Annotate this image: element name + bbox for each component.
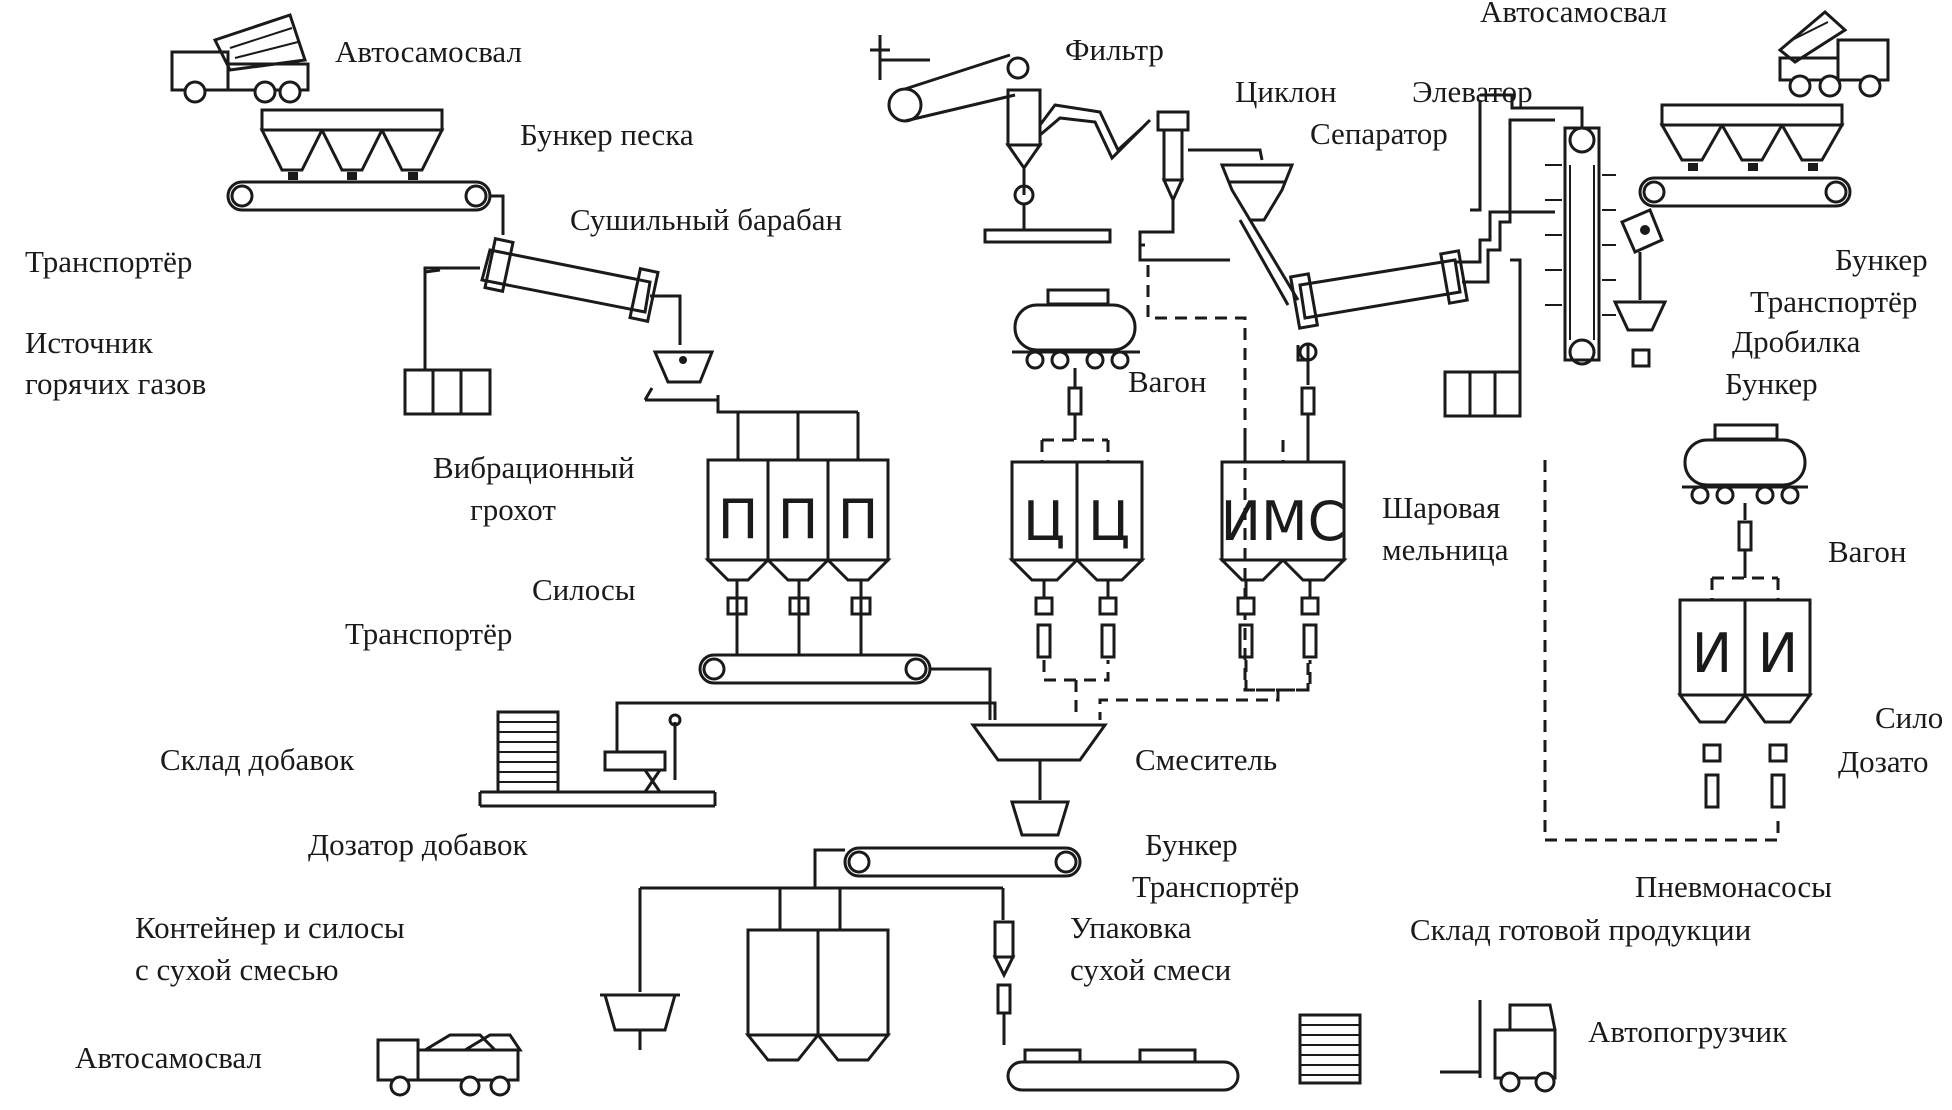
label-filter: Фильтр [1065, 32, 1164, 67]
hot-gas-source-icon [403, 368, 492, 416]
silo-mark-ims: ИМС [1221, 490, 1346, 553]
label-transporter-right: Транспортёр [1750, 284, 1917, 319]
silo-mark-sand-3: П [838, 488, 879, 551]
wagon-icon-right [1682, 423, 1808, 505]
label-sand-bunker: Бункер песка [520, 117, 694, 152]
label-crusher: Дробилка [1732, 324, 1861, 359]
fan-icon [870, 35, 1016, 123]
label-ball-mill-2: мельница [1382, 532, 1509, 567]
forklift-icon [1440, 1000, 1557, 1093]
mixer-icon [970, 723, 1108, 762]
drum-icon-ball-mill [1288, 249, 1469, 330]
cyclone-icon [1156, 110, 1190, 204]
silo-icon-dry-mix [744, 928, 892, 1062]
doser-icon-cement-ims [1034, 580, 1320, 659]
label-elevator: Элеватор [1412, 74, 1533, 109]
elevator-icon [1545, 126, 1616, 366]
label-ball-mill-1: Шаровая [1382, 490, 1500, 525]
silo-icon-cement [1008, 460, 1146, 582]
label-bunker-bottom: Бункер [1145, 827, 1238, 862]
dump-truck-icon-top-left [170, 13, 310, 104]
label-cyclone: Циклон [1235, 74, 1337, 109]
silo-mark-lime-2: И [1758, 622, 1798, 685]
label-packing-1: Упаковка [1070, 910, 1192, 945]
doser-icon-ball-mill [1298, 342, 1318, 462]
silo-icon-sand [704, 458, 892, 582]
label-wagon-center: Вагон [1128, 364, 1206, 399]
conveyor-icon-silos [698, 653, 932, 685]
silo-mark-lime-1: И [1692, 622, 1732, 685]
silo-mark-cement-1: Ц [1023, 490, 1065, 553]
label-packing-2: сухой смеси [1070, 952, 1231, 987]
doser-icon-sand [726, 580, 872, 655]
label-bunker-right: Бункер [1835, 242, 1928, 277]
pallet-stack-icon-finished [1298, 1013, 1362, 1085]
separator-icon [1219, 163, 1295, 222]
label-vibro-screen-2: грохот [470, 492, 556, 527]
vibro-screen-icon [643, 350, 718, 402]
label-dump-truck-top-left: Автосамосвал [335, 34, 522, 69]
conveyor-icon-right [1638, 176, 1852, 208]
label-vibro-screen-1: Вибрационный [433, 450, 635, 485]
label-transporter-bottom: Транспортёр [1132, 869, 1299, 904]
label-container-silos-1: Контейнер и силосы [135, 910, 405, 945]
silo-mark-cement-2: Ц [1088, 490, 1130, 553]
doser-icon-lime [1702, 743, 1788, 809]
silo-icon-lime [1677, 598, 1813, 724]
filter-icon [983, 56, 1152, 244]
label-additives-store: Склад добавок [160, 742, 355, 777]
hot-gas-source-icon-right [1443, 370, 1522, 418]
drum-icon-drying [480, 236, 660, 324]
label-drying-drum: Сушильный барабан [570, 202, 842, 237]
dump-truck-icon-top-right [1777, 10, 1890, 98]
label-wagon-right: Вагон [1828, 534, 1906, 569]
label-bunker-right-2: Бункер [1725, 366, 1818, 401]
label-finished-store: Склад готовой продукции [1410, 912, 1751, 947]
silo-icon-ims [1218, 440, 1348, 582]
label-dosers-right-cut: Дозато [1838, 744, 1929, 779]
label-container-silos-2: с сухой смесью [135, 952, 338, 987]
doser-icon-additives [603, 713, 682, 793]
conveyor-icon-sand [226, 180, 492, 212]
label-separator: Сепаратор [1310, 116, 1448, 151]
label-silos-right-cut: Сило [1875, 700, 1943, 735]
label-transporter-mid: Транспортёр [345, 616, 512, 651]
pallet-stack-icon-additives [478, 710, 717, 808]
label-forklift: Автопогрузчик [1588, 1014, 1788, 1049]
silo-mark-sand-2: П [778, 488, 819, 551]
label-hot-gas-source-2: горячих газов [25, 366, 206, 401]
label-mixer: Смеситель [1135, 742, 1277, 777]
label-dump-truck-top-right: Автосамосвал [1480, 0, 1667, 29]
silo-mark-sand-1: П [718, 488, 759, 551]
wagon-icon-center [1012, 288, 1140, 370]
label-additives-doser: Дозатор добавок [308, 827, 528, 862]
conveyor-icon-packing [1006, 1048, 1240, 1092]
crusher-icon [1612, 208, 1668, 368]
doser-icon-wagon-center [1067, 368, 1083, 440]
dump-truck-icon-bottom [376, 1033, 523, 1097]
label-silos: Силосы [532, 572, 636, 607]
label-dump-truck-bottom: Автосамосвал [75, 1040, 262, 1075]
packing-icon [992, 920, 1016, 1045]
label-transporter-left: Транспортёр [25, 244, 192, 279]
bunker-icon-bottom [1009, 800, 1071, 837]
conveyor-icon-bottom [843, 846, 1082, 878]
doser-icon-wagon-right [1737, 503, 1753, 578]
label-hot-gas-source-1: Источник [25, 325, 154, 360]
bunker-icon-right [1659, 103, 1845, 171]
container-icon [600, 993, 680, 1050]
bunker-icon-sand [259, 108, 445, 180]
label-pneumo-pumps: Пневмонасосы [1635, 869, 1832, 904]
